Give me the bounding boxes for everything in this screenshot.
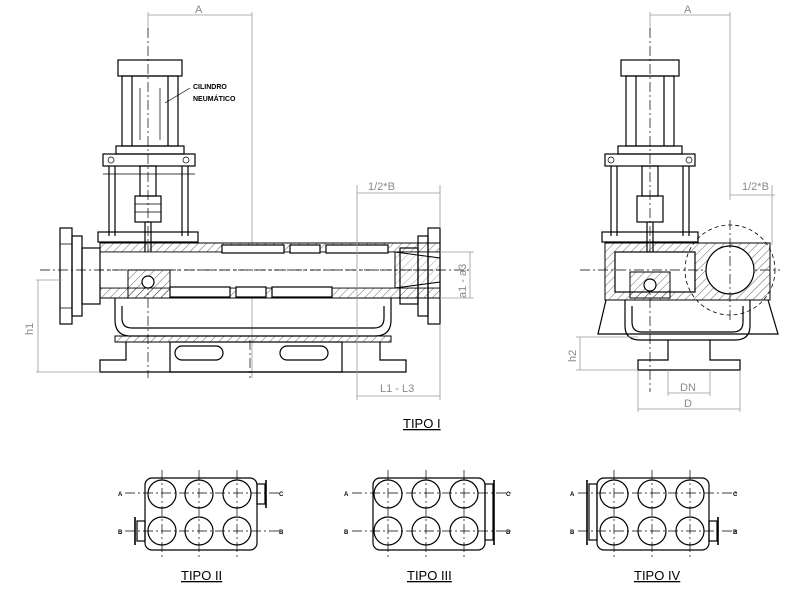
dimension-L1-L3: L1 - L3 [356,300,441,400]
tipo3-plan: A B C B TIPO III [344,470,512,583]
svg-text:DN: DN [680,382,696,394]
tipo1-front-view: A CILINDRO NEUMÁTICO [24,4,474,431]
svg-text:C: C [506,492,511,498]
dim-label-h1: h1 [24,323,36,335]
title-tipo-2: TIPO II [181,568,222,583]
dimension-half-B-front: 1/2*B [356,181,441,300]
side-cylinder [617,59,683,155]
svg-text:B: B [344,530,349,536]
dimension-a1-a3: a1 - a3 [440,251,474,299]
svg-text:CILINDRO: CILINDRO [193,84,227,91]
svg-text:1/2*B: 1/2*B [742,181,769,193]
svg-text:NEUMÁTICO: NEUMÁTICO [193,94,236,103]
left-flange [59,227,101,325]
pneumatic-cylinder [115,59,185,155]
svg-text:C: C [733,492,738,498]
svg-text:B: B [570,530,575,536]
dimension-half-B-side: 1/2*B [730,181,775,245]
svg-text:A: A [344,492,349,498]
svg-text:D: D [684,398,692,410]
svg-text:B: B [279,530,284,536]
svg-text:B: B [118,530,123,536]
title-tipo-1: TIPO I [403,416,441,431]
title-tipo-3: TIPO III [407,568,452,583]
svg-text:B: B [506,530,511,536]
dim-label-L1-L3: L1 - L3 [380,383,414,395]
title-tipo-4: TIPO IV [634,568,681,583]
dimension-A-front: A [147,4,253,378]
dimension-A-side: A [649,4,731,200]
side-view: A [567,4,780,412]
lower-collector [114,298,392,343]
dim-label-half-B: 1/2*B [368,181,395,193]
dimension-D: D [637,370,741,412]
dimension-h2: h2 [567,336,638,371]
svg-text:A: A [570,492,575,498]
side-body [580,220,780,320]
svg-text:C: C [279,492,284,498]
dimension-DN: DN [667,370,711,396]
svg-text:h2: h2 [567,350,579,362]
tipo4-plan: A B C B TIPO IV [570,470,740,583]
cylinder-label: CILINDRO NEUMÁTICO [164,84,236,104]
svg-text:A: A [684,4,692,16]
dim-label-A: A [195,4,203,16]
base-support [99,340,407,378]
tipo2-plan: A B C B TIPO II [118,470,284,583]
svg-text:B: B [733,530,738,536]
right-flange [399,227,441,325]
svg-text:A: A [118,492,123,498]
dim-label-a1-a3: a1 - a3 [457,264,469,298]
valve-body-manifold [40,242,470,299]
dimension-h1: h1 [24,279,100,373]
side-lower-body [597,299,779,371]
